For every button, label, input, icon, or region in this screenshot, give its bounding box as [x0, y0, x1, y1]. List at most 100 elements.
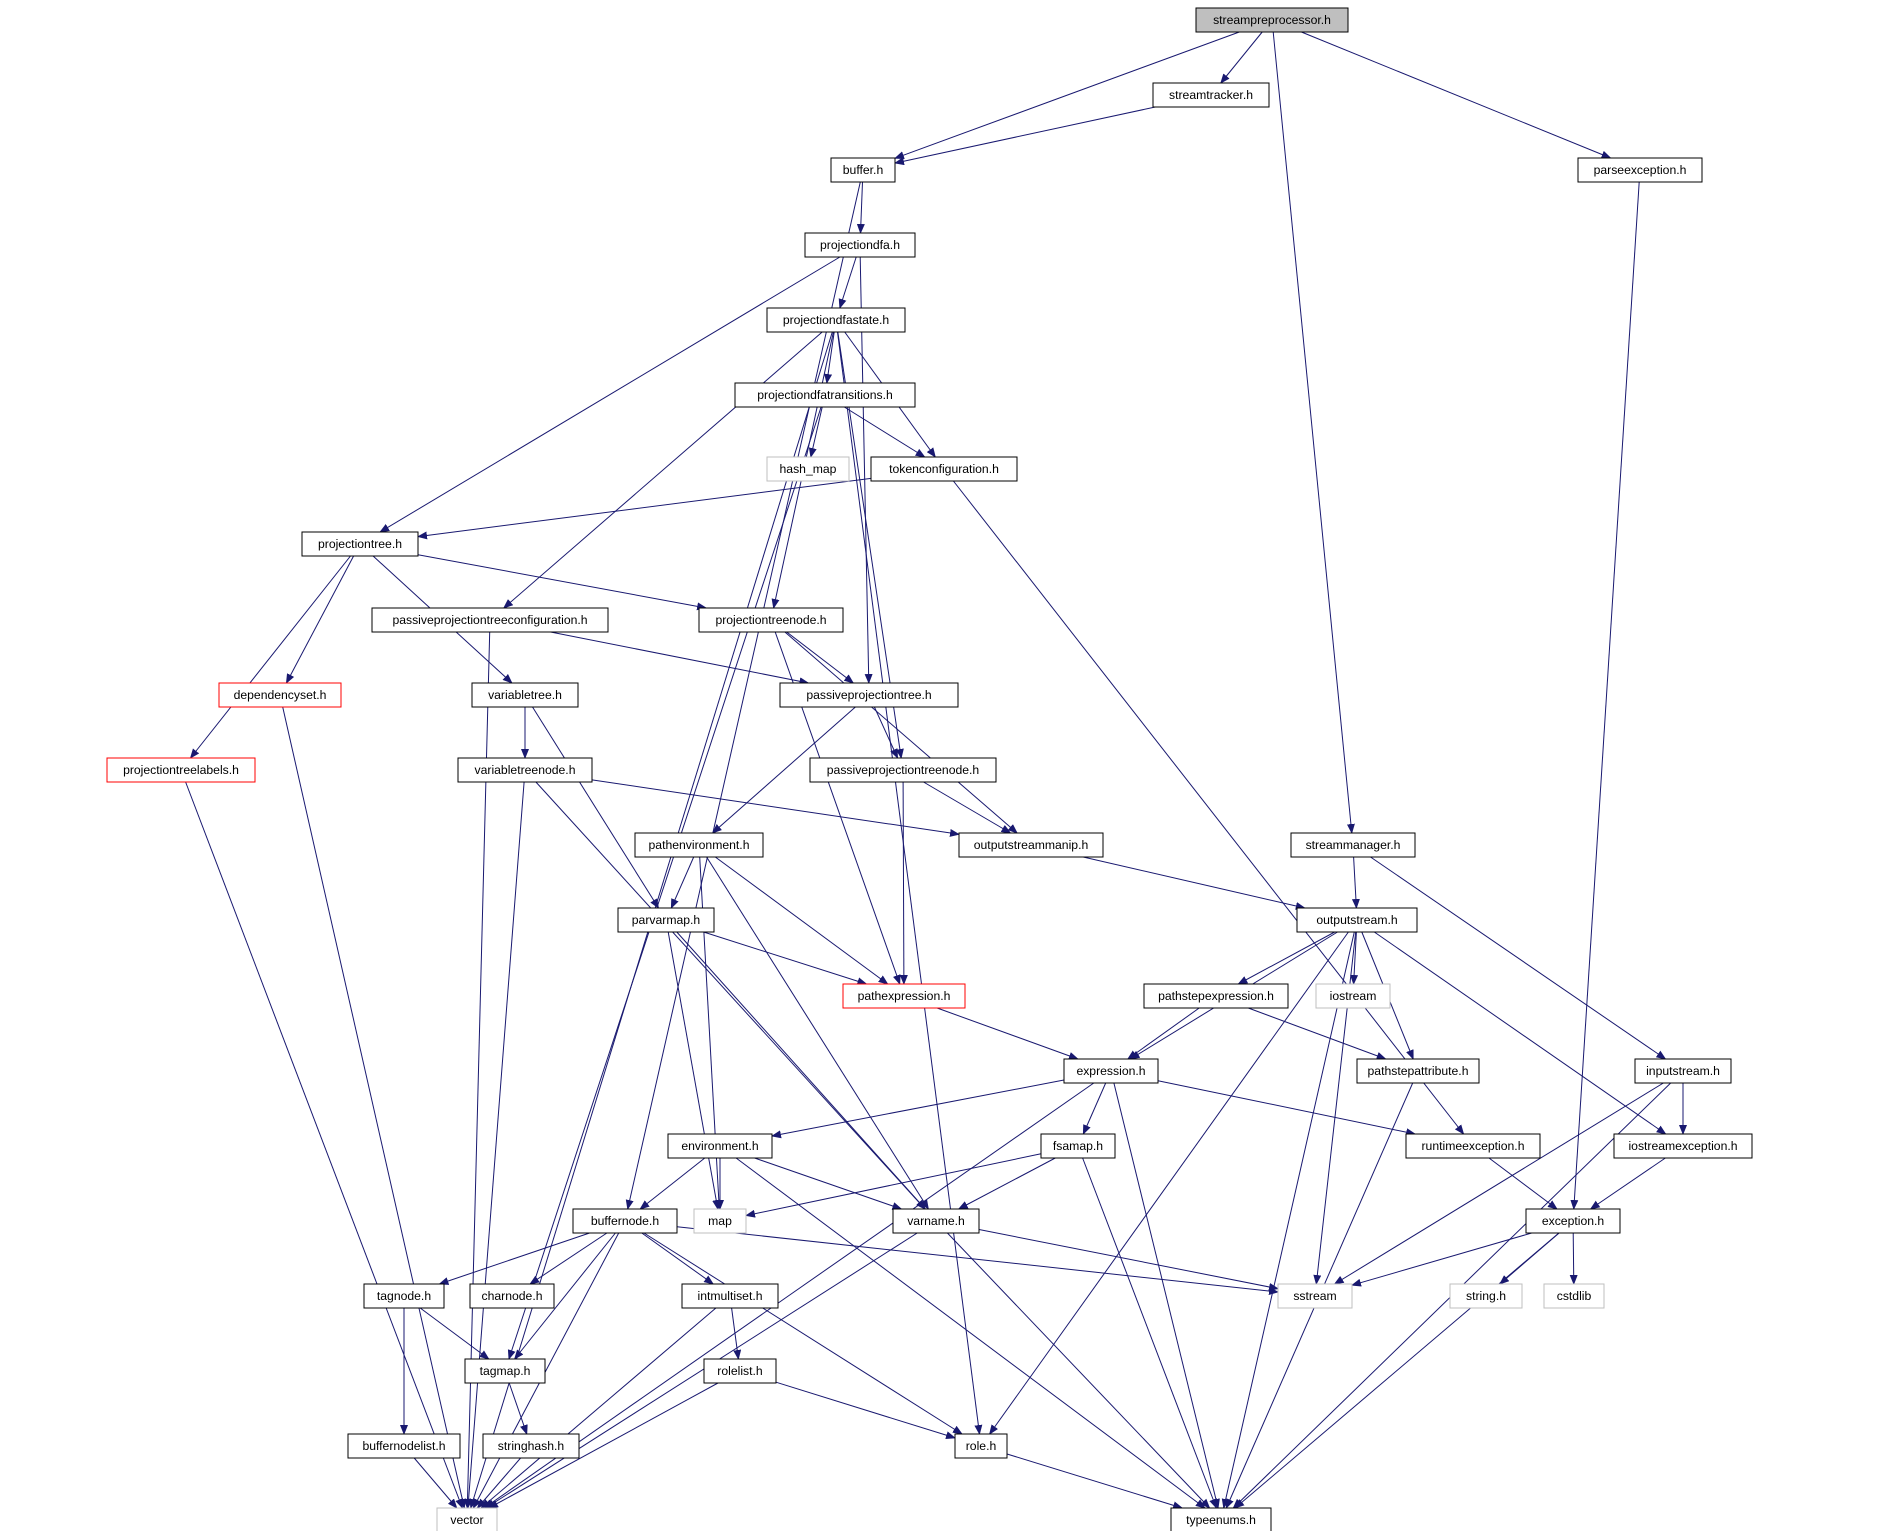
- node-box: [1040, 1133, 1116, 1159]
- node-label: pathstepattribute.h: [1368, 1064, 1469, 1078]
- edge-parvarmap-to-pathexpression: [703, 931, 868, 986]
- node-box: [301, 531, 419, 557]
- node-streammanager[interactable]: streammanager.h: [1290, 832, 1416, 858]
- edge-varname-to-sstream: [978, 1229, 1279, 1291]
- node-parseexception[interactable]: parseexception.h: [1577, 157, 1703, 183]
- node-varname[interactable]: varname.h: [892, 1208, 980, 1234]
- node-label: passiveprojectiontreeconfiguration.h: [392, 613, 587, 627]
- node-tagmap[interactable]: tagmap.h: [464, 1358, 546, 1384]
- node-box: [1449, 1283, 1523, 1309]
- node-label: tokenconfiguration.h: [889, 462, 999, 476]
- edge-expression-to-environment: [771, 1079, 1065, 1139]
- edge-varname-to-typeenums: [947, 1232, 1211, 1509]
- node-buffernodelist[interactable]: buffernodelist.h: [347, 1433, 461, 1459]
- node-rolelist[interactable]: rolelist.h: [703, 1358, 777, 1384]
- node-stringhash[interactable]: stringhash.h: [482, 1433, 580, 1459]
- node-box: [667, 1133, 773, 1159]
- node-expression[interactable]: expression.h: [1063, 1058, 1159, 1084]
- node-buffer[interactable]: buffer.h: [830, 157, 896, 183]
- node-box: [892, 1208, 980, 1234]
- node-parvarmap[interactable]: parvarmap.h: [617, 907, 715, 933]
- node-sstream[interactable]: sstream: [1277, 1283, 1353, 1309]
- node-pathstepattribute[interactable]: pathstepattribute.h: [1356, 1058, 1480, 1084]
- node-box: [371, 607, 609, 633]
- node-label: pathstepexpression.h: [1158, 989, 1274, 1003]
- node-box: [703, 1358, 777, 1384]
- node-label: map: [708, 1214, 732, 1228]
- node-fsamap[interactable]: fsamap.h: [1040, 1133, 1116, 1159]
- node-tokenconfiguration[interactable]: tokenconfiguration.h: [870, 456, 1018, 482]
- node-intmultiset[interactable]: intmultiset.h: [681, 1283, 779, 1309]
- edge-streammanager-to-outputstream: [1351, 856, 1360, 909]
- node-dependencyset[interactable]: dependencyset.h: [218, 682, 342, 708]
- node-iostreamexception[interactable]: iostreamexception.h: [1613, 1133, 1753, 1159]
- edge-projectiontree-to-projectiontreelabels: [189, 555, 351, 759]
- node-box: [572, 1208, 678, 1234]
- node-role[interactable]: role.h: [954, 1433, 1008, 1459]
- edge-streampreprocessor-to-buffer: [894, 31, 1240, 159]
- node-iostream[interactable]: iostream: [1315, 983, 1391, 1009]
- node-string[interactable]: string.h: [1449, 1283, 1523, 1309]
- node-label: buffer.h: [843, 163, 883, 177]
- node-label: hash_map: [780, 462, 837, 476]
- edge-variabletreenode-to-outputstreammanip: [591, 779, 960, 837]
- node-projectiondfastate[interactable]: projectiondfastate.h: [766, 307, 906, 333]
- edge-outputstream-to-typeenums: [1221, 931, 1355, 1509]
- node-label: parseexception.h: [1594, 163, 1687, 177]
- node-outputstreammanip[interactable]: outputstreammanip.h: [958, 832, 1104, 858]
- edge-passiveprojectiontreenode-to-pathexpression: [899, 781, 908, 985]
- edge-pathexpression-to-expression: [936, 1007, 1079, 1060]
- node-passiveprojectiontreenode[interactable]: passiveprojectiontreenode.h: [809, 757, 997, 783]
- node-passiveprojectiontreeconfiguration[interactable]: passiveprojectiontreeconfiguration.h: [371, 607, 609, 633]
- node-variabletreenode[interactable]: variabletreenode.h: [457, 757, 593, 783]
- node-label: streammanager.h: [1306, 838, 1401, 852]
- node-label: rolelist.h: [717, 1364, 762, 1378]
- node-passiveprojectiontree[interactable]: passiveprojectiontree.h: [779, 682, 959, 708]
- node-typeenums[interactable]: typeenums.h: [1170, 1507, 1272, 1531]
- edge-fsamap-to-varname: [957, 1157, 1056, 1210]
- node-map[interactable]: map: [693, 1208, 747, 1234]
- node-pathstepexpression[interactable]: pathstepexpression.h: [1143, 983, 1289, 1009]
- edge-parseexception-to-exception: [1570, 181, 1640, 1210]
- edge-streampreprocessor-to-streammanager: [1272, 31, 1355, 834]
- node-hash_map[interactable]: hash_map: [766, 456, 850, 482]
- node-box: [457, 757, 593, 783]
- node-exception[interactable]: exception.h: [1525, 1208, 1621, 1234]
- node-projectiondfatransitions[interactable]: projectiondfatransitions.h: [734, 382, 916, 408]
- edge-fsamap-to-map: [745, 1153, 1042, 1218]
- node-label: inputstream.h: [1646, 1064, 1720, 1078]
- edge-projectiondfatransitions-to-tokenconfiguration: [844, 406, 926, 458]
- node-vector[interactable]: vector: [436, 1507, 498, 1531]
- node-outputstream[interactable]: outputstream.h: [1296, 907, 1418, 933]
- edge-projectiondfastate-to-passiveprojectiontreeconfiguration: [503, 331, 823, 609]
- node-label: buffernode.h: [591, 1214, 659, 1228]
- node-buffernode[interactable]: buffernode.h: [572, 1208, 678, 1234]
- node-charnode[interactable]: charnode.h: [469, 1283, 555, 1309]
- edge-expression-to-typeenums: [1113, 1082, 1220, 1509]
- node-inputstream[interactable]: inputstream.h: [1634, 1058, 1732, 1084]
- node-environment[interactable]: environment.h: [667, 1133, 773, 1159]
- edge-streammanager-to-inputstream: [1370, 856, 1667, 1060]
- edge-exception-to-typeenums: [1234, 1232, 1560, 1509]
- node-label: tagmap.h: [480, 1364, 531, 1378]
- node-box: [469, 1283, 555, 1309]
- node-pathenvironment[interactable]: pathenvironment.h: [634, 832, 764, 858]
- node-box: [482, 1433, 580, 1459]
- node-streamtracker[interactable]: streamtracker.h: [1152, 82, 1270, 108]
- edge-streampreprocessor-to-parseexception: [1301, 31, 1612, 159]
- node-tagnode[interactable]: tagnode.h: [363, 1283, 445, 1309]
- node-pathexpression[interactable]: pathexpression.h: [842, 983, 966, 1009]
- node-projectiontreelabels[interactable]: projectiontreelabels.h: [106, 757, 256, 783]
- node-variabletree[interactable]: variabletree.h: [471, 682, 579, 708]
- edge-rolelist-to-vector: [488, 1382, 719, 1509]
- node-streampreprocessor[interactable]: streampreprocessor.h: [1195, 7, 1349, 33]
- node-runtimeexception[interactable]: runtimeexception.h: [1405, 1133, 1541, 1159]
- node-projectiontreenode[interactable]: projectiontreenode.h: [698, 607, 844, 633]
- node-cstdlib[interactable]: cstdlib: [1543, 1283, 1605, 1309]
- node-projectiondfa[interactable]: projectiondfa.h: [804, 232, 916, 258]
- edge-fsamap-to-typeenums: [1082, 1157, 1217, 1509]
- node-projectiontree[interactable]: projectiontree.h: [301, 531, 419, 557]
- node-label: stringhash.h: [498, 1439, 564, 1453]
- node-box: [1525, 1208, 1621, 1234]
- node-label: variabletreenode.h: [475, 763, 576, 777]
